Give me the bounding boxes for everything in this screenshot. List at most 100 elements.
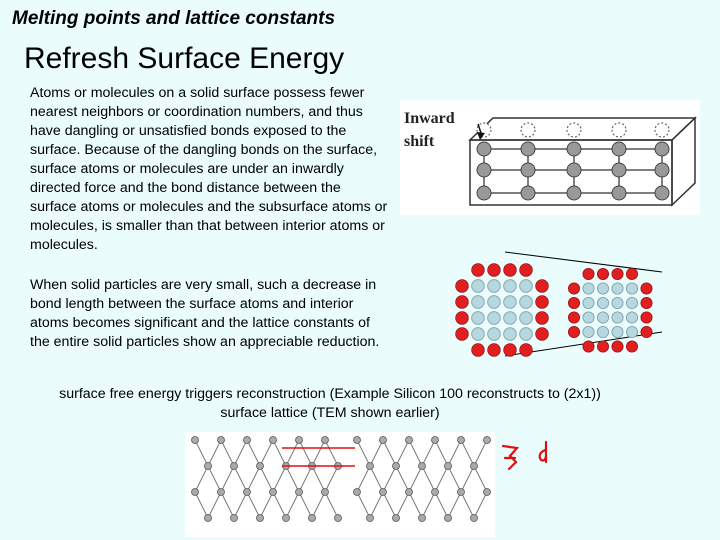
surface-atom: [487, 343, 501, 357]
surface-atom: [640, 282, 653, 295]
silicon-atom: [457, 436, 465, 444]
surface-atom: [455, 311, 469, 325]
surface-atom: [640, 311, 653, 324]
interior-atom: [487, 279, 501, 293]
dimer-marker-lines: [282, 447, 355, 467]
interior-atom: [519, 295, 533, 309]
surface-atom: [535, 295, 549, 309]
inward-shift-label-line2: shift: [404, 133, 435, 150]
silicon-atom: [353, 436, 361, 444]
inward-shift-lattice-figure: Inward shift: [400, 100, 700, 215]
surface-atom: [568, 282, 581, 295]
silicon-atom: [483, 488, 491, 496]
silicon-atom: [308, 514, 316, 522]
interior-atom: [503, 327, 517, 341]
interior-atom: [582, 326, 595, 339]
interior-atom: [487, 295, 501, 309]
silicon-atom: [243, 436, 251, 444]
interior-atom: [582, 282, 595, 295]
interior-atom: [582, 311, 595, 324]
surface-atom: [503, 343, 517, 357]
silicon-atom: [457, 488, 465, 496]
lattice-bond-lines: [194, 439, 339, 519]
silicon-atom: [269, 488, 277, 496]
silicon-reconstruction-figure: [185, 432, 548, 537]
surface-atom: [487, 263, 501, 277]
surface-atom: [611, 267, 624, 280]
silicon-atom: [321, 436, 329, 444]
interior-atom: [596, 297, 609, 310]
surface-atom: [640, 326, 653, 339]
surface-atom: [455, 295, 469, 309]
silicon-atom: [405, 436, 413, 444]
silicon-atom: [418, 514, 426, 522]
interior-atom: [625, 282, 638, 295]
surface-atom: [503, 263, 517, 277]
reconstruction-caption: surface free energy triggers reconstruct…: [59, 386, 601, 421]
surface-atom: [568, 326, 581, 339]
silicon-atom: [269, 436, 277, 444]
surface-atom: [471, 343, 485, 357]
interior-atom: [487, 327, 501, 341]
slide-title: Melting points and lattice constants: [12, 8, 336, 29]
silicon-atom: [353, 488, 361, 496]
interior-atom: [471, 295, 485, 309]
surface-atom: [455, 327, 469, 341]
silicon-atom: [470, 462, 478, 470]
small-particle: [568, 267, 653, 353]
silicon-atom: [444, 462, 452, 470]
inward-shift-label-line1: Inward: [404, 110, 455, 127]
unreconstructed-lattice: [191, 436, 342, 522]
interior-atom: [625, 326, 638, 339]
reconstructed-lattice: [353, 436, 491, 522]
silicon-atom: [470, 514, 478, 522]
interior-atom: [625, 311, 638, 324]
interior-atom: [596, 326, 609, 339]
surface-atom: [535, 279, 549, 293]
lattice-bond-lines: [356, 439, 488, 519]
interior-atom: [611, 326, 624, 339]
paragraph-dangling-bonds: Atoms or molecules on a solid surface po…: [30, 85, 388, 253]
silicon-atom: [256, 514, 264, 522]
surface-atom: [519, 343, 533, 357]
silicon-atom: [379, 436, 387, 444]
interior-atom: [471, 279, 485, 293]
silicon-atom: [256, 462, 264, 470]
original-surface-positions: [476, 122, 670, 138]
silicon-atom: [321, 488, 329, 496]
interior-atom: [519, 311, 533, 325]
surface-atom: [471, 263, 485, 277]
silicon-atom: [392, 514, 400, 522]
surface-atom: [596, 340, 609, 353]
silicon-atom: [191, 436, 199, 444]
surface-atom: [568, 311, 581, 324]
surface-atom: [568, 297, 581, 310]
silicon-atom: [483, 436, 491, 444]
silicon-atom: [405, 488, 413, 496]
guide-line-top: [504, 251, 663, 273]
interior-atom: [596, 311, 609, 324]
silicon-atom: [243, 488, 251, 496]
interior-atom: [519, 279, 533, 293]
interior-atom: [519, 327, 533, 341]
silicon-atom: [444, 514, 452, 522]
silicon-atom: [418, 462, 426, 470]
particle-size-reduction-figure: [455, 251, 663, 357]
silicon-atom: [191, 488, 199, 496]
silicon-atom: [392, 462, 400, 470]
silicon-atom: [282, 514, 290, 522]
inward-arrow-icon: [477, 123, 485, 140]
interior-atom: [596, 282, 609, 295]
silicon-atom: [217, 488, 225, 496]
paragraph-small-particles: When solid particles are very small, suc…: [30, 277, 380, 350]
interior-atom: [471, 327, 485, 341]
interior-atom: [611, 297, 624, 310]
interior-atom: [503, 311, 517, 325]
surface-atom: [535, 311, 549, 325]
silicon-atom: [204, 462, 212, 470]
interior-atom: [471, 311, 485, 325]
interior-atom: [625, 297, 638, 310]
silicon-atom: [379, 488, 387, 496]
silicon-atom: [295, 436, 303, 444]
silicon-atom: [366, 462, 374, 470]
